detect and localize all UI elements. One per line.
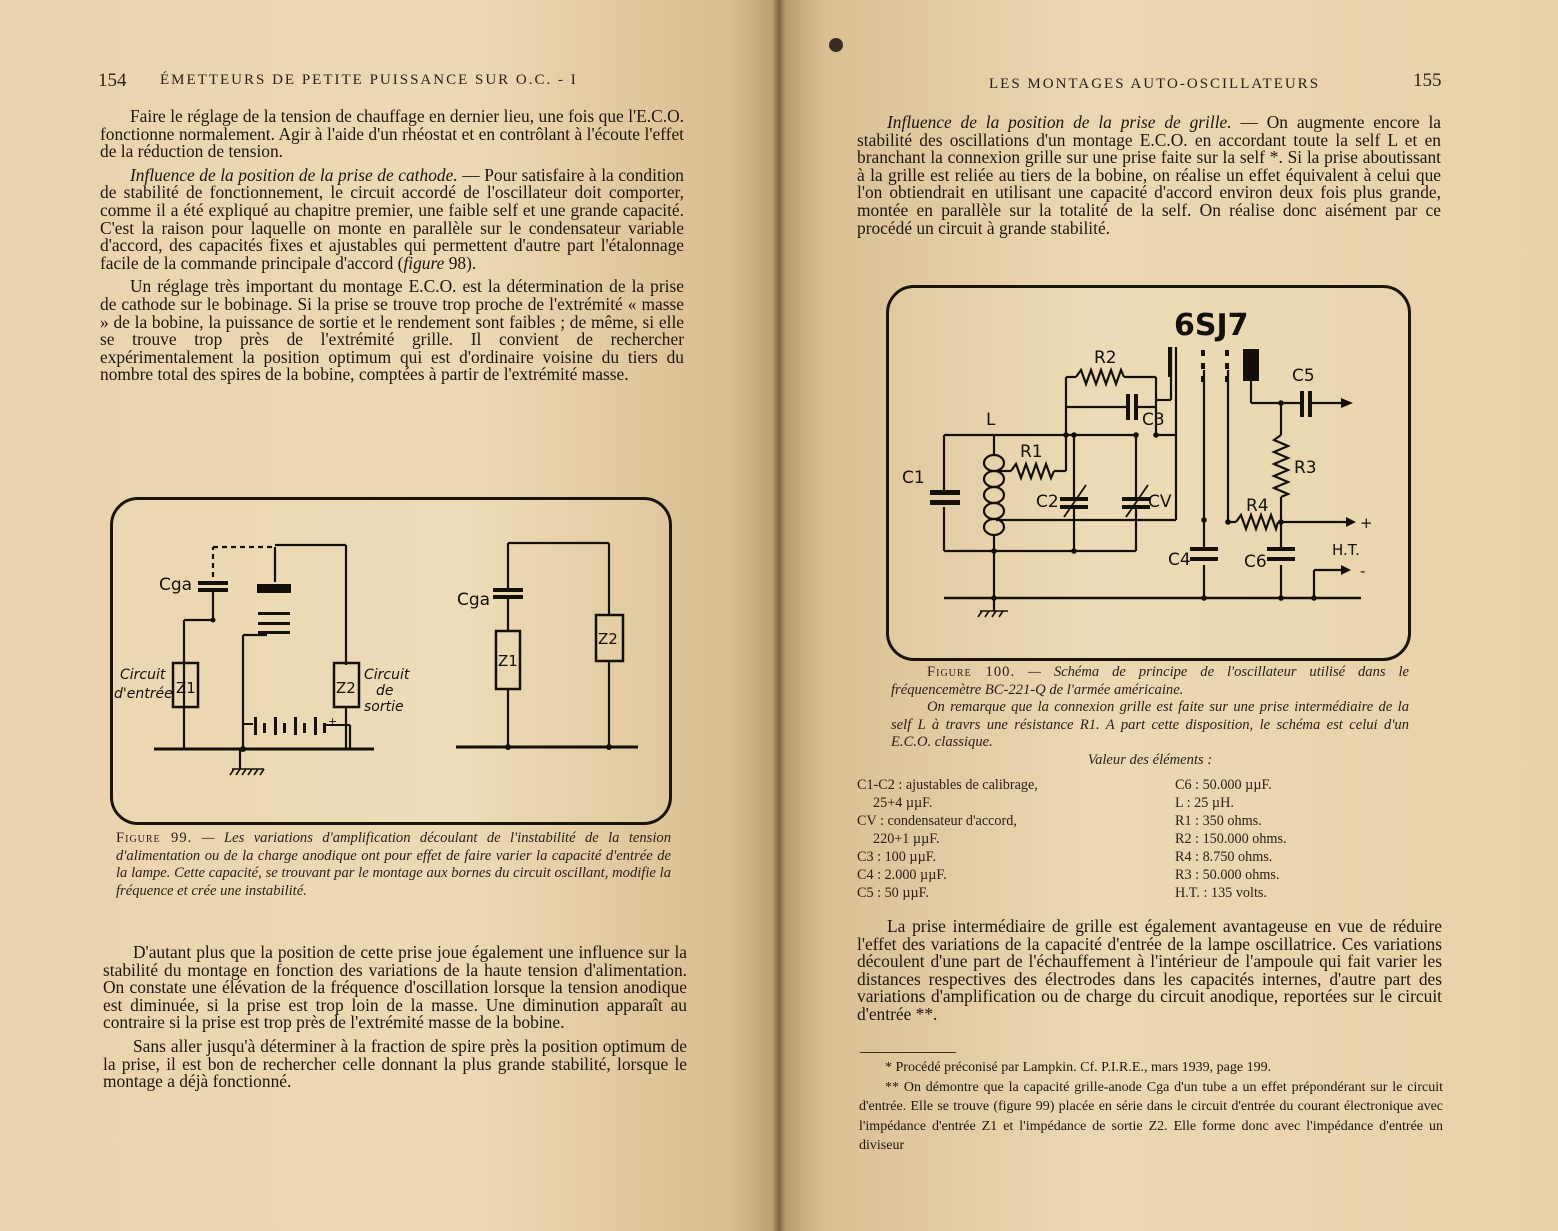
footnote-1: * Procédé préconisé par Lampkin. Cf. P.I… (885, 1060, 1272, 1075)
fig100-c2-label: C2 (1036, 492, 1059, 512)
fig100-c6-label: C6 (1244, 552, 1267, 572)
value-right-1: L : 25 µH. (1175, 795, 1234, 811)
figure-100-caption: Figure 100. — Schéma de principe de l'os… (891, 664, 1409, 768)
left-running-head: ÉMETTEURS DE PETITE PUISSANCE SUR O.C. -… (160, 72, 578, 88)
value-right-5: R3 : 50.000 ohms. (1175, 867, 1280, 883)
right-para-1: Influence de la position de la prise de … (857, 112, 1442, 238)
book-gutter (772, 0, 786, 1231)
fig99-z1-left-label: Z1 (176, 679, 196, 697)
figure-100-caption-note: On remarque que la connexion grille est … (891, 699, 1409, 751)
fig99-de-label: de (376, 683, 394, 699)
value-right-4: R4 : 8.750 ohms. (1175, 849, 1273, 865)
right-para-2: La prise intermédiaire de grille est éga… (857, 916, 1442, 1024)
value-left-1: 25+4 µµF. (873, 795, 933, 811)
value-left-6: C5 : 50 µµF. (857, 885, 929, 901)
fig99-circuit-label: Circuit (120, 667, 166, 683)
right-text-bottom: La prise intermédiaire de grille est éga… (857, 916, 1442, 1030)
fig100-c4-label: C4 (1168, 550, 1191, 570)
values-title: Valeur des éléments : (1087, 751, 1213, 768)
fig100-tube-label: 6SJ7 (1174, 308, 1249, 343)
left-para-5: Sans aller jusqu'à déterminer à la fract… (103, 1035, 687, 1092)
fig100-l-label: L (986, 410, 996, 430)
value-left-2: CV : condensateur d'accord, (857, 813, 1017, 829)
fig100-plus-label: + (1360, 514, 1373, 532)
fig99-plus-label: + (328, 715, 337, 728)
fig99-circuit2-label: Circuit (364, 667, 410, 683)
footnote-2: ** On démontre que la capacité grille-an… (859, 1079, 1443, 1154)
value-left-3: 220+1 µµF. (873, 831, 940, 847)
right-running-head: LES MONTAGES AUTO-OSCILLATEURS (989, 76, 1321, 92)
left-page-number: 154 (98, 70, 127, 91)
fig99-cga-left-label: Cga (159, 575, 192, 595)
left-para-3: Un réglage très important du montage E.C… (100, 276, 684, 385)
fig100-c3-label: C3 (1142, 410, 1165, 430)
fig100-minus-label: - (1360, 562, 1365, 580)
footnotes: * Procédé préconisé par Lampkin. Cf. P.I… (859, 1058, 1443, 1156)
fig99-sortie-label: sortie (364, 699, 404, 715)
fig100-r2-label: R2 (1094, 348, 1117, 368)
right-page-number: 155 (1413, 70, 1442, 91)
value-left-0: C1-C2 : ajustables de calibrage, (857, 777, 1038, 793)
fig100-c5-label: C5 (1292, 366, 1315, 386)
left-text-top: Faire le réglage de la tension de chauff… (100, 106, 684, 390)
right-page: LES MONTAGES AUTO-OSCILLATEURS 155 Influ… (779, 0, 1558, 1231)
left-text-bottom: D'autant plus que la position de cette p… (103, 942, 687, 1097)
fig100-ht-label: H.T. (1332, 541, 1360, 559)
left-para-2: Influence de la position de la prise de … (100, 164, 684, 273)
figure-99-caption: Figure 99. — Les variations d'amplificat… (116, 830, 671, 899)
figure-100-label: Figure 100. (927, 664, 1016, 680)
value-left-5: C4 : 2.000 µµF. (857, 867, 947, 883)
value-right-2: R1 : 350 ohms. (1175, 813, 1262, 829)
fig100-r3-label: R3 (1294, 458, 1317, 478)
fig99-cga-right-label: Cga (457, 590, 490, 610)
fig100-r1-label: R1 (1020, 442, 1043, 462)
component-values: C1-C2 : ajustables de calibrage, 25+4 µµ… (857, 776, 1417, 906)
fig100-cv-label: CV (1148, 492, 1172, 512)
figure-99-diagram: Cga Cga Z1 Z2 Z1 Z2 Circuit d'entrée Cir… (114, 541, 638, 776)
value-right-3: R2 : 150.000 ohms. (1175, 831, 1287, 847)
figure-100-diagram: 6SJ7 R2 C3 C5 L R1 C1 C2 CV R3 R4 + H.T.… (902, 308, 1373, 618)
fig100-c1-label: C1 (902, 468, 925, 488)
fig99-entree-label: d'entrée (114, 686, 173, 702)
fig99-z2-left-label: Z2 (336, 679, 356, 697)
fig99-z2-right-label: Z2 (598, 630, 618, 648)
ink-blot (829, 38, 843, 52)
fig99-z1-right-label: Z1 (498, 652, 518, 670)
value-right-6: H.T. : 135 volts. (1175, 885, 1267, 901)
footnote-rule (860, 1052, 956, 1053)
figure-99-frame (110, 497, 672, 825)
left-page: 154 ÉMETTEURS DE PETITE PUISSANCE SUR O.… (0, 0, 779, 1231)
right-text-top: Influence de la position de la prise de … (857, 112, 1442, 243)
value-right-0: C6 : 50.000 µµF. (1175, 777, 1272, 793)
figure-99-label: Figure 99. (116, 830, 193, 846)
left-para-4: D'autant plus que la position de cette p… (103, 942, 687, 1033)
value-left-4: C3 : 100 µµF. (857, 849, 937, 865)
fig100-r4-label: R4 (1246, 496, 1269, 516)
left-para-1: Faire le réglage de la tension de chauff… (100, 106, 684, 162)
